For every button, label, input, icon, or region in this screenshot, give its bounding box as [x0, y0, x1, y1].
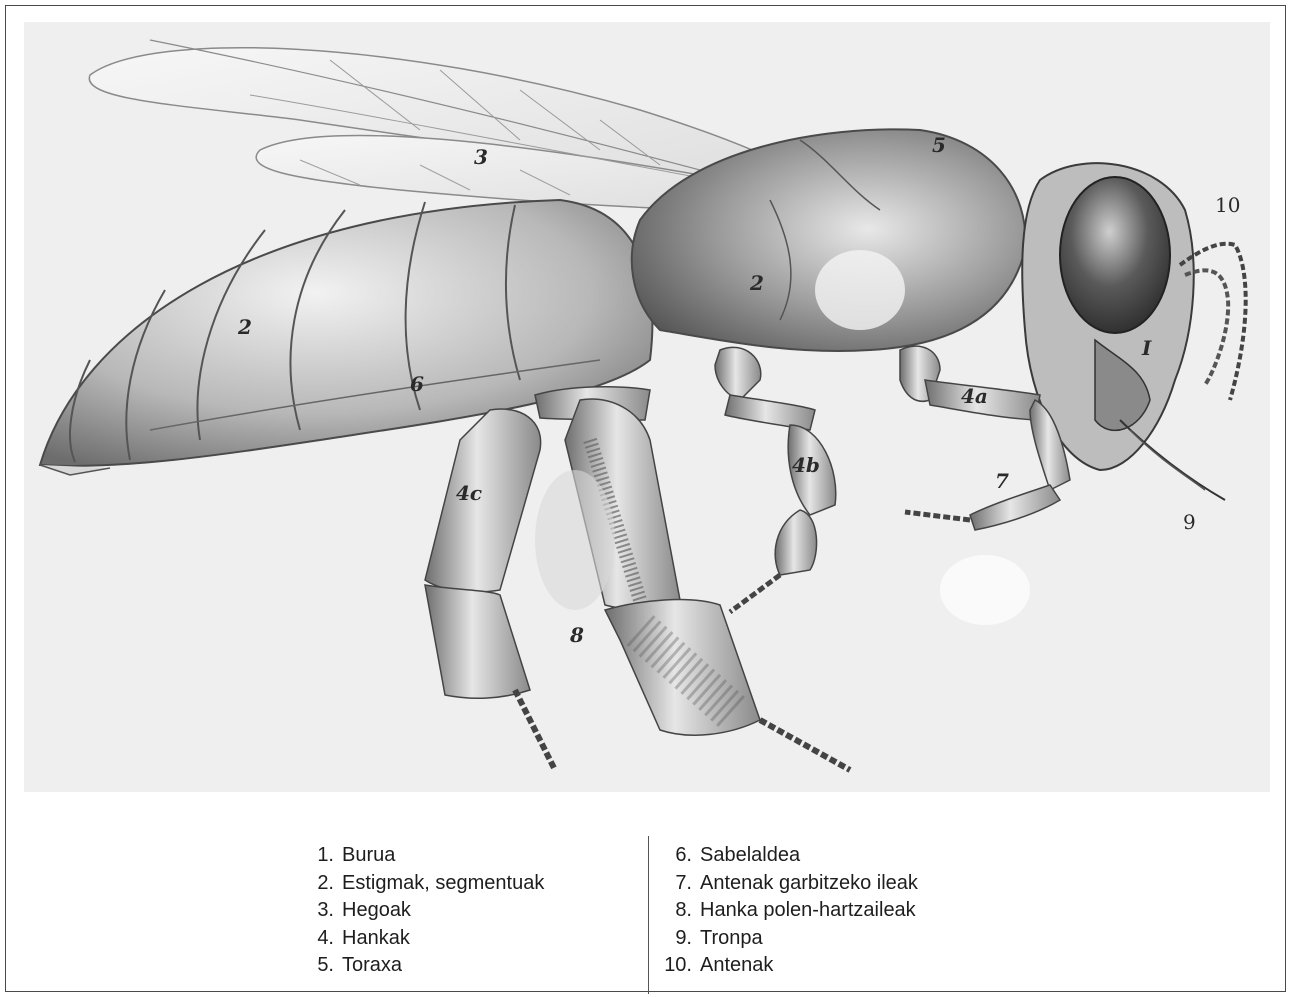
- label-3: 3: [474, 145, 488, 169]
- legend-item: 9.Tronpa: [664, 925, 918, 953]
- label-5: 5: [932, 133, 946, 157]
- legend-item: 6.Sabelaldea: [664, 842, 918, 870]
- legend-item: 1.Burua: [306, 842, 544, 870]
- label-9: 9: [1183, 510, 1196, 534]
- label-4b: 4b: [792, 453, 820, 477]
- label-8: 8: [569, 623, 584, 647]
- label-1: I: [1141, 336, 1152, 360]
- legend-divider: [648, 836, 649, 994]
- legend-right-column: 6.Sabelaldea 7.Antenak garbitzeko ileak …: [664, 842, 918, 980]
- legend-item: 4.Hankak: [306, 925, 544, 953]
- legend-left-column: 1.Burua 2.Estigmak, segmentuak 3.Hegoak …: [306, 842, 544, 980]
- legend-item: 2.Estigmak, segmentuak: [306, 870, 544, 898]
- legend-item: 7.Antenak garbitzeko ileak: [664, 870, 918, 898]
- legend-item: 10.Antenak: [664, 952, 918, 980]
- label-4c: 4c: [456, 481, 482, 505]
- middle-leg: [715, 347, 836, 612]
- label-10: 10: [1215, 193, 1240, 217]
- label-6: 6: [410, 372, 424, 396]
- legend-item: 8.Hanka polen-hartzaileak: [664, 897, 918, 925]
- label-7: 7: [995, 469, 1009, 493]
- legend-item: 5.Toraxa: [306, 952, 544, 980]
- abdomen: [40, 200, 652, 475]
- label-2-abdomen: 2: [237, 315, 252, 339]
- bee-illustration: 10 5 3 2 2 I 6 4a 4b 4c 7 8 9: [24, 22, 1270, 792]
- label-4a: 4a: [961, 384, 988, 408]
- legend-item: 3.Hegoak: [306, 897, 544, 925]
- label-2-thorax: 2: [749, 271, 764, 295]
